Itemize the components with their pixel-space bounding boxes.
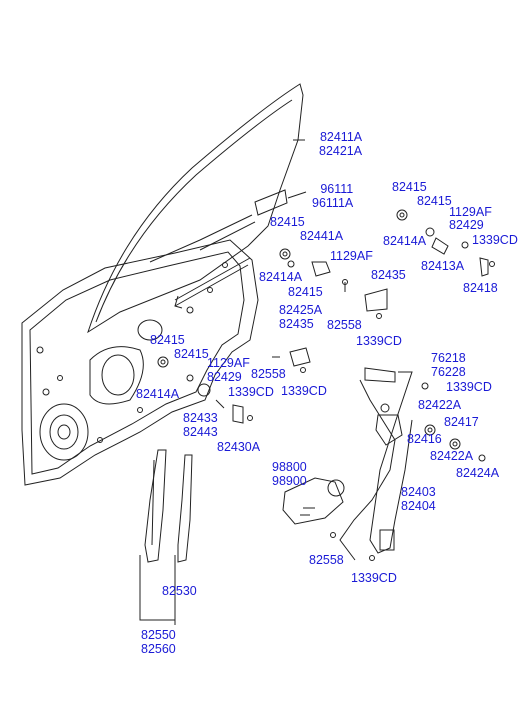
label-bolt-mid-b[interactable]: 82415 [288,285,323,299]
window-glass [87,83,304,334]
label-bracket-mid-2[interactable]: 82558 [251,367,286,381]
label-screw-mid-b[interactable]: 82558 [327,318,362,332]
label-handle-top-right[interactable]: 82413A [421,259,465,273]
label-clip-top-right[interactable]: 82418 [463,281,498,295]
motor [282,477,344,525]
label-clip-left[interactable]: 82430A [217,440,261,454]
label-screw-top-right[interactable]: 1339CD [472,233,518,247]
label-washer-mid[interactable]: 82414A [259,270,303,284]
label-bracket-reg-b[interactable]: 82417 [444,415,479,429]
label-screw-reg[interactable]: 1339CD [446,380,492,394]
label-screw-left-b[interactable]: 1339CD [228,385,274,399]
label-screw-bottom[interactable]: 1339CD [351,571,397,585]
label-screw-mid[interactable]: 1129AF [330,249,373,263]
label-lever-mid[interactable]: 82441A [300,229,344,243]
regulator-rail [364,367,396,383]
label-screw-mid-d[interactable]: 1339CD [281,384,327,398]
label-bolt-top-right-a[interactable]: 82415 [392,180,427,194]
label-bolt-reg[interactable]: 82424A [456,466,500,480]
channel-right [177,454,193,563]
label-bracket-reg-a[interactable]: 82422A [418,398,462,412]
label-bracket-top-right[interactable]: 1129AF [449,205,492,219]
label-bolt-left-a[interactable]: 82415 [150,333,185,347]
belt-seal [254,189,288,216]
label-channel[interactable]: 82530 [162,584,197,598]
label-bracket-reg-c[interactable]: 82422A [430,449,474,463]
label-bolt-left-b[interactable]: 82415 [174,347,209,361]
door-shell [21,239,259,486]
speaker-icon [39,403,89,461]
label-bolt-mid-a[interactable]: 82415 [270,215,305,229]
label-bracket-top-right-b[interactable]: 82429 [449,218,484,232]
label-washer-left[interactable]: 82414A [136,387,180,401]
label-lever-left[interactable]: 82429 [207,370,242,384]
label-screw-left[interactable]: 1129AF [207,356,250,370]
label-washer-reg[interactable]: 82416 [407,432,442,446]
label-bolt-top-right-b[interactable]: 82415 [417,194,452,208]
label-rod-mid[interactable]: 82435 [371,268,406,282]
label-washer-top-right[interactable]: 82414A [383,234,427,248]
label-screw-mid-c[interactable]: 1339CD [356,334,402,348]
channel-left [144,449,167,563]
label-screw-motor[interactable]: 82558 [309,553,344,567]
